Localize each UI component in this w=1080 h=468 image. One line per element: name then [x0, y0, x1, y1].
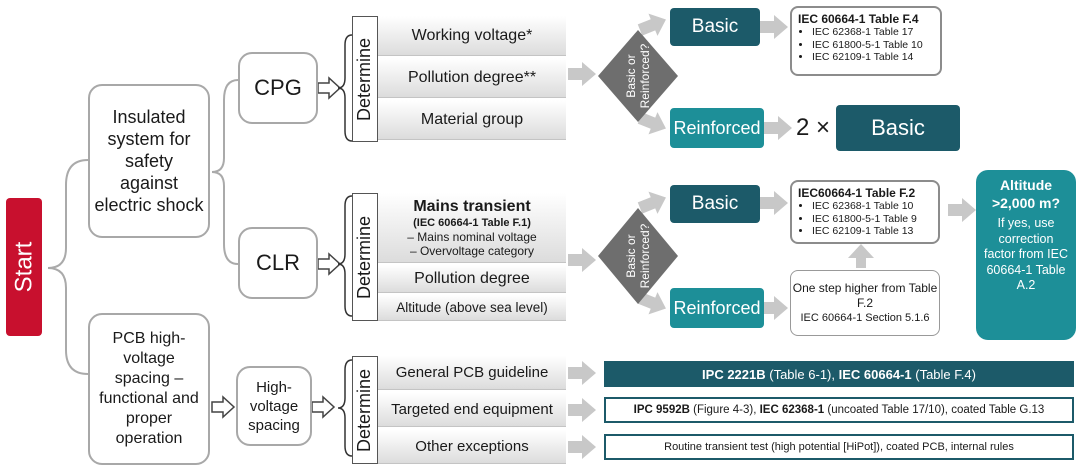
altitude-title: Altitude [999, 177, 1053, 193]
cpg-item-working-voltage: Working voltage* [378, 16, 566, 56]
determine-label: Determine [354, 215, 375, 299]
arrow-to-altitude [948, 198, 976, 222]
cpg-box: CPG [238, 52, 318, 124]
arrow-basic-std-clr [760, 191, 788, 215]
std-ref: IEC 62368-1 [759, 404, 825, 416]
arrow-to-diamond-clr [568, 248, 596, 272]
arrow-clr [317, 253, 341, 275]
arrow-up-step [848, 244, 874, 268]
pcb-spacing-box: PCB high-voltage spacing – functional an… [88, 313, 210, 465]
arrow-reinf-step [760, 296, 788, 320]
step-higher-ref: IEC 60664-1 Section 5.1.6 [800, 311, 930, 324]
basic-box-cpg: Basic [670, 8, 760, 46]
arrow-basic-std-cpg [760, 15, 788, 39]
clr-std-item: IEC 62368-1 Table 10 [812, 200, 932, 213]
determine-bar-pcb: Determine [352, 356, 378, 464]
determine-label: Determine [354, 368, 375, 452]
cpg-standards-box: IEC 60664-1 Table F.4 IEC 62368-1 Table … [790, 6, 942, 76]
cpg-std-item: IEC 62368-1 Table 17 [812, 26, 934, 39]
arrow-cpg [317, 77, 341, 99]
pcb-output-exceptions: Routine transient test (high potential [… [604, 434, 1074, 460]
pcb-output-end-equipment: IPC 9592B (Figure 4-3), IEC 62368-1 (unc… [604, 397, 1074, 423]
pcb-item-targeted-end-equipment: Targeted end equipment [378, 393, 566, 427]
start-block: Start [6, 198, 42, 336]
altitude-box: Altitude >2,000 m? If yes, use correctio… [976, 170, 1076, 340]
std-text: (Figure 4-3), [689, 404, 760, 416]
overvoltage-category: – Overvoltage category [409, 243, 535, 258]
determine-label: Determine [354, 37, 375, 121]
clr-std-item: IEC 62109-1 Table 13 [812, 225, 932, 238]
clr-std-title: IEC60664-1 Table F.2 [798, 186, 916, 200]
times-two: 2 × [796, 114, 831, 141]
clr-standards-box: IEC60664-1 Table F.2 IEC 62368-1 Table 1… [790, 180, 940, 244]
high-voltage-spacing-box: High-voltage spacing [236, 366, 312, 446]
determine-bar-clr: Determine [352, 193, 378, 321]
mains-transient-title: Mains transient [413, 197, 531, 215]
pcb-output-general: IPC 2221B (Table 6-1), IEC 60664-1 (Tabl… [604, 361, 1074, 387]
cpg-std-item: IEC 62109-1 Table 14 [812, 51, 934, 64]
clr-item-altitude: Altitude (above sea level) [378, 295, 566, 321]
cpg-std-title: IEC 60664-1 Table F.4 [798, 12, 919, 26]
reinforced-box-cpg: Reinforced [670, 108, 764, 148]
step-higher-text: One step higher from Table F.2 [792, 280, 938, 310]
pcb-item-other-exceptions: Other exceptions [378, 430, 566, 464]
std-ref: IEC 60664-1 [838, 366, 912, 382]
determine-bar-cpg: Determine [352, 16, 378, 142]
diamond-clr: Basic or Reinforced? [598, 208, 678, 304]
diamond-label: Basic or Reinforced? [624, 43, 652, 109]
basic-box-x2: Basic [836, 105, 960, 151]
arrow-pcb [211, 396, 235, 418]
std-text: (uncoated Table 17/10), coated Table G.1… [824, 404, 1045, 416]
clr-std-item: IEC 61800-5-1 Table 9 [812, 213, 932, 226]
std-text: (Table F.4) [911, 366, 976, 382]
mains-transient-ref: (IEC 60664-1 Table F.1) [413, 216, 531, 229]
insulated-system-box: Insulated system for safety against elec… [88, 84, 210, 238]
arrow-to-diamond-cpg [568, 62, 596, 86]
altitude-threshold: >2,000 m? [991, 195, 1061, 211]
step-higher-box: One step higher from Table F.2 IEC 60664… [790, 270, 940, 336]
diamond-label: Basic or Reinforced? [624, 223, 652, 289]
arrow-reinf-x2 [764, 116, 792, 140]
std-text: (Table 6-1), [765, 366, 839, 382]
altitude-body: If yes, use correction factor from IEC 6… [983, 216, 1069, 292]
arrow-pcb-row1 [568, 361, 596, 385]
mains-nominal-voltage: – Mains nominal voltage [407, 229, 537, 244]
basic-box-clr: Basic [670, 185, 760, 223]
clr-box: CLR [238, 227, 318, 299]
cpg-item-material-group: Material group [378, 100, 566, 140]
diamond-cpg: Basic or Reinforced? [598, 30, 678, 122]
clr-item-mains-transient: Mains transient (IEC 60664-1 Table F.1) … [378, 193, 566, 263]
arrow-hv [311, 396, 335, 418]
cpg-std-item: IEC 61800-5-1 Table 10 [812, 39, 934, 52]
insulated-bracket [211, 79, 239, 265]
std-ref: IPC 2221B [702, 366, 766, 382]
pcb-item-general-guideline: General PCB guideline [378, 356, 566, 390]
start-bracket [47, 159, 89, 375]
arrow-pcb-row3 [568, 435, 596, 459]
std-ref: IPC 9592B [633, 404, 690, 416]
arrow-pcb-row2 [568, 398, 596, 422]
reinforced-box-clr: Reinforced [670, 288, 764, 328]
start-label: Start [10, 241, 37, 293]
clr-item-pollution-degree: Pollution degree [378, 265, 566, 293]
cpg-item-pollution-degree: Pollution degree** [378, 58, 566, 98]
